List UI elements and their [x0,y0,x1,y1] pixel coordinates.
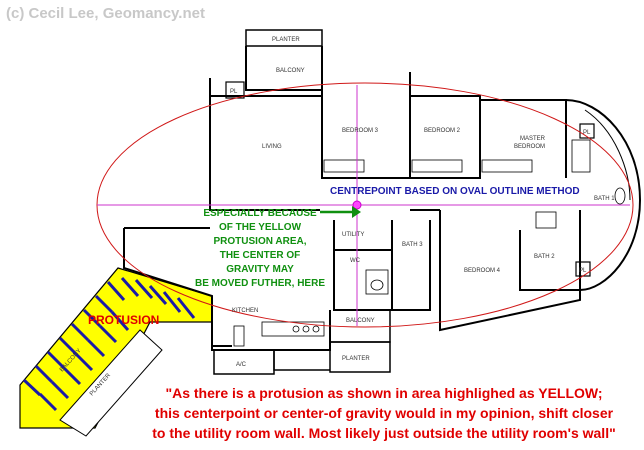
label-pl-1: PL [230,89,238,95]
fixtures [233,139,626,347]
green-note-line-5: GRAVITY MAY [226,264,294,275]
centrepoint-dot [352,200,362,210]
stove-burner-3 [312,325,320,333]
label-bath2: BATH 2 [534,254,555,260]
green-note-line-4: THE CENTER OF [220,250,301,261]
wardrobe-master [481,159,533,173]
protrusion-planter-strip [59,329,163,437]
label-ac: A/C [236,362,247,368]
kitchen-fridge [233,325,245,347]
bath2-walls [519,230,580,291]
label-bedroom2: BEDROOM 2 [424,128,461,134]
label-planter-bottom: PLANTER [342,356,370,362]
top-balcony-wall [245,46,323,91]
pl-box-right-top [579,123,595,139]
green-note-line-2: OF THE YELLOW [219,222,302,233]
green-arrow [320,206,361,218]
protrusion-yellow-fill [19,267,213,429]
label-living: LIVING [262,144,282,150]
master-inner-curve [584,109,631,201]
protrusion-hatching [22,277,196,412]
label-kitchen: KITCHEN [232,308,258,314]
master-curved-wall [565,99,642,291]
label-balcony-bottom: BALCONY [346,318,375,324]
green-note: ESPECIALLY BECAUSE OF THE YELLOW PROTUSI… [195,208,325,289]
stove-burner-1 [292,325,300,333]
green-note-line-6: BE MOVED FUTHER, HERE [195,278,325,289]
green-note-line-1: ESPECIALLY BECAUSE [203,208,317,219]
top-planter-wall [245,29,323,47]
wardrobe-bedroom2 [411,159,463,173]
quote-line-2: this centerpoint or center-of gravity wo… [155,405,614,421]
bathtub [571,139,591,173]
bath1-fixture [614,187,626,205]
label-wc: WC [350,258,361,264]
green-note-line-3: PROTUSION AREA, [214,236,307,247]
centrepoint-label: CENTREPOINT BASED ON OVAL OUTLINE METHOD [330,186,580,197]
wardrobe-bedroom3 [323,159,365,173]
wc-toilet [370,279,384,291]
protusion-label: PROTUSION [88,313,159,327]
bottom-balcony-wall [273,350,330,371]
label-balcony-top: BALCONY [276,68,305,74]
label-bedroom3: BEDROOM 3 [342,128,379,134]
bath2-vanity [535,211,557,229]
bedroom2-walls [410,95,481,179]
quote-block: "As there is a protusion as shown in are… [152,385,615,441]
label-planter-top: PLANTER [272,37,300,43]
living-left-wall [209,78,230,211]
floor-plan-walls [123,29,642,375]
protrusion-area [19,267,213,437]
utility-block-walls [333,220,431,311]
label-utility: UTILITY [342,232,364,238]
bedroom4-walls [439,210,581,332]
bedroom3-walls [321,70,411,179]
copyright-text: (c) Cecil Lee, Geomancy.net [6,5,205,22]
quote-line-3: to the utility room wall. Most likely ju… [152,425,615,441]
label-pl-2: PL [583,130,591,136]
label-bath1: BATH 1 [594,196,615,202]
label-bath3: BATH 3 [402,242,423,248]
label-pl-3: PL [579,268,587,274]
stove-burner-2 [302,325,310,333]
protrusion-junction-wall [123,228,232,347]
quote-line-1: "As there is a protusion as shown in are… [165,385,602,401]
label-master-1: MASTER [520,136,546,142]
label-bedroom4: BEDROOM 4 [464,268,501,274]
label-master-2: BEDROOM [514,144,545,150]
